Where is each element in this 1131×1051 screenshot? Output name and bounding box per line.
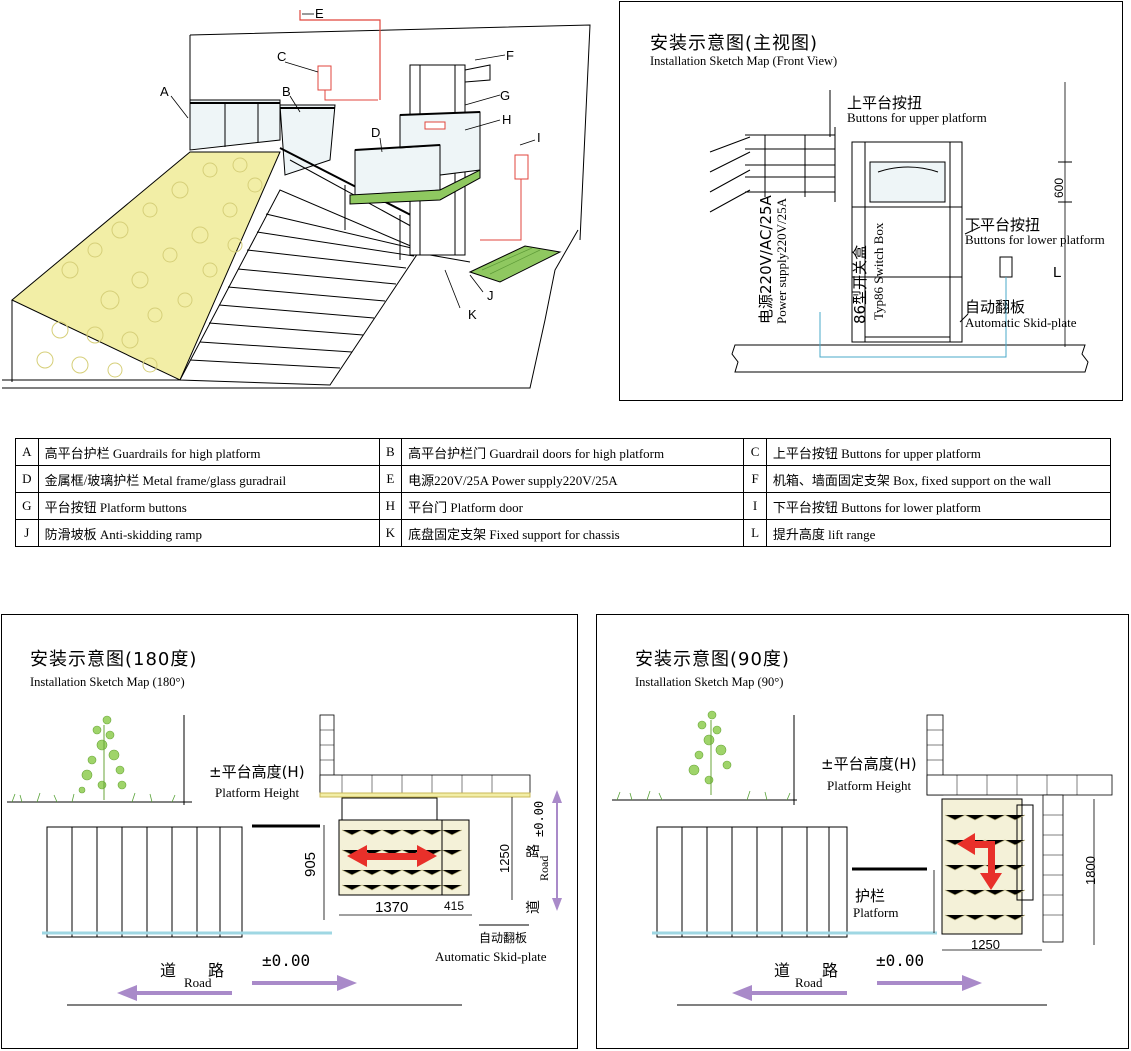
v180-bottom-road-cn: 道 路 [160, 961, 225, 980]
legend-row: J 防滑坡板 Anti-skidding ramp K 底盘固定支架 Fixed… [15, 519, 1112, 547]
view-90-svg [612, 710, 1113, 1006]
v180-dim-415: 415 [444, 899, 465, 913]
v90-height-cn: ±平台高度(H) [821, 753, 917, 774]
legend-value: 底盘固定支架 Fixed support for chassis [401, 519, 745, 547]
switch-box-en: Typ86 Switch Box [871, 222, 886, 320]
v90-guard-cn: 护栏 [855, 887, 886, 905]
legend-key: I [743, 492, 767, 520]
iso-label-k: K [468, 307, 477, 322]
v180-height-pm: ± [209, 763, 222, 781]
legend-key: L [743, 519, 767, 547]
iso-label-j: J [487, 288, 494, 303]
iso-label-c: C [277, 49, 287, 64]
skid-plate-cn: 自动翻板 [965, 298, 1026, 316]
legend-key: C [743, 438, 767, 466]
v90-height-en: Platform Height [827, 778, 912, 793]
iso-label-d: D [371, 125, 381, 140]
v180-height-en: Platform Height [215, 785, 300, 800]
v90-bottom-road-cn: 道 路 [774, 961, 839, 980]
v90-guard-en: Platform [853, 905, 899, 920]
v90-bottom-road-en: Road [795, 975, 823, 990]
v180-skid-cn: 自动翻板 [479, 931, 528, 945]
front-view-svg [709, 82, 1089, 373]
isometric-drawing: A B C D E F G H I J K [0, 0, 600, 400]
legend-row: D 金属框/玻璃护栏 Metal frame/glass guradrail E… [15, 465, 1112, 493]
dim-l: L [1053, 264, 1062, 281]
legend-value: 高平台护栏门 Guardrail doors for high platform [401, 438, 745, 466]
legend-row: A 高平台护栏 Guardrails for high platform B 高… [15, 438, 1112, 466]
legend-value: 提升高度 lift range [765, 519, 1112, 547]
front-view-panel: 安装示意图(主视图) Installation Sketch Map (Fron… [619, 1, 1123, 401]
legend-value: 上平台按钮 Buttons for upper platform [765, 438, 1112, 466]
v180-height-cn-text: 平台高度(H) [221, 763, 305, 781]
legend-value: 金属框/玻璃护栏 Metal frame/glass guradrail [37, 465, 380, 493]
legend-key: G [15, 492, 39, 520]
legend-key: K [378, 519, 403, 547]
v180-height-cn: ±平台高度(H) [209, 761, 305, 782]
legend-key: D [15, 465, 39, 493]
legend-value: 防滑坡板 Anti-skidding ramp [37, 519, 380, 547]
v90-bottom-zero: ±0.00 [876, 951, 925, 970]
legend-value: 机箱、墙面固定支架 Box, fixed support on the wall [765, 465, 1112, 493]
legend-value: 电源220V/25A Power supply220V/25A [401, 465, 745, 493]
v180-bottom-zero: ±0.00 [262, 951, 311, 970]
legend-key: F [743, 465, 767, 493]
legend-value: 高平台护栏 Guardrails for high platform [37, 438, 380, 466]
legend-value: 平台按钮 Platform buttons [37, 492, 380, 520]
iso-label-f: F [506, 48, 514, 63]
view-90-title-en: Installation Sketch Map (90°) [635, 675, 784, 689]
v180-road-zero: ±0.00 [532, 800, 546, 837]
legend-value: 下平台按钮 Buttons for lower platform [765, 492, 1112, 520]
view-180-title-cn: 安装示意图(180度) [30, 649, 198, 670]
legend-key: J [15, 519, 39, 547]
v180-road-cn2: 道 [526, 900, 542, 914]
v90-dim-1250: 1250 [971, 937, 1000, 952]
legend-row: G 平台按钮 Platform buttons H 平台门 Platform d… [15, 492, 1112, 520]
power-supply-cn: 电源220V/AC/25A [757, 195, 775, 324]
iso-label-i: I [537, 130, 541, 145]
view-180-panel: 安装示意图(180度) Installation Sketch Map (180… [1, 614, 578, 1049]
power-supply-en: Power supply220V/25A [774, 197, 789, 324]
legend-value: 平台门 Platform door [401, 492, 745, 520]
legend-key: B [378, 438, 403, 466]
legend-key: E [378, 465, 403, 493]
legend-table: A 高平台护栏 Guardrails for high platform B 高… [15, 438, 1112, 547]
v180-dim-1250: 1250 [497, 844, 512, 873]
upper-buttons-cn: 上平台按扭 [847, 94, 923, 112]
skid-plate-en: Automatic Skid-plate [965, 315, 1077, 330]
iso-label-b: B [282, 84, 291, 99]
isometric-lift-svg [2, 10, 591, 389]
v90-dim-1800: 1800 [1083, 856, 1098, 885]
lower-buttons-en: Buttons for lower platform [965, 232, 1105, 247]
legend-key: A [15, 438, 39, 466]
upper-buttons-en: Buttons for upper platform [847, 110, 987, 125]
iso-label-a: A [160, 84, 169, 99]
iso-label-e: E [315, 6, 324, 21]
v90-height-cn-text: 平台高度(H) [833, 755, 917, 773]
iso-label-h: H [502, 112, 512, 127]
plant-icon-2 [688, 710, 732, 785]
v180-skid-en: Automatic Skid-plate [435, 949, 547, 964]
dim-600: 600 [1052, 177, 1066, 198]
v180-bottom-road-en: Road [184, 975, 212, 990]
view-90-title-cn: 安装示意图(90度) [635, 649, 790, 670]
lower-buttons-cn: 下平台按扭 [965, 216, 1041, 234]
iso-label-g: G [500, 88, 511, 103]
front-view-title-cn: 安装示意图(主视图) [650, 33, 819, 54]
plant-icon [78, 715, 127, 794]
front-view-title-en: Installation Sketch Map (Front View) [650, 54, 838, 68]
v180-dim-905: 905 [302, 851, 319, 877]
view-90-panel: 安装示意图(90度) Installation Sketch Map (90°) [596, 614, 1129, 1049]
v90-height-pm: ± [821, 755, 834, 773]
view-180-title-en: Installation Sketch Map (180°) [30, 675, 185, 689]
legend-key: H [378, 492, 403, 520]
switch-box-cn: 86型开关盒 [851, 244, 869, 324]
view-180-svg [7, 714, 562, 1006]
v180-road-en: Road [537, 855, 551, 881]
v180-dim-1370: 1370 [375, 899, 409, 916]
